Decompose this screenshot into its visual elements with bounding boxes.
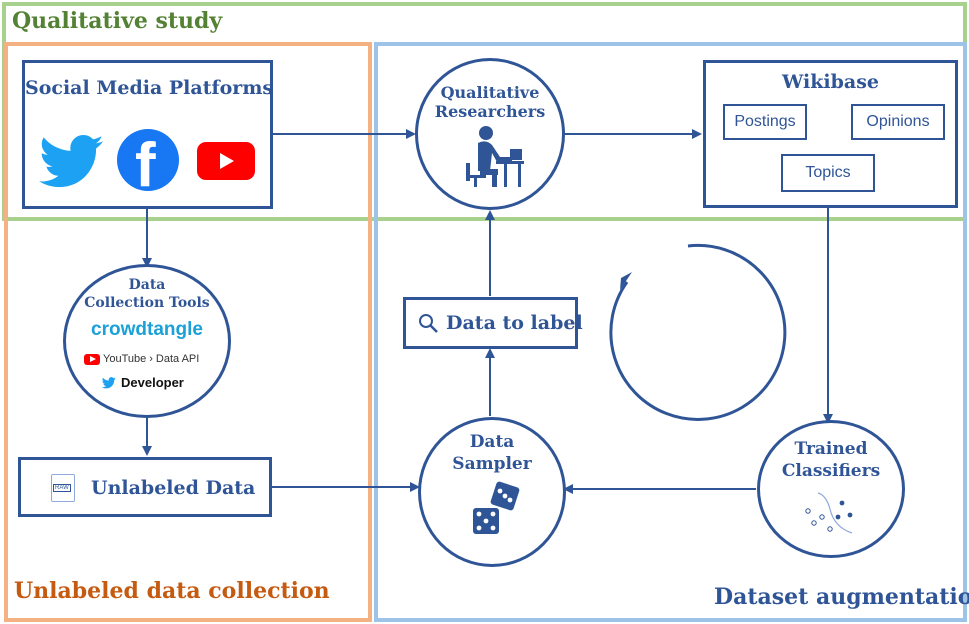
youtube-small-icon [84,353,100,365]
social-media-platforms-box: Social Media Platforms f [22,60,273,209]
region-unlabeled-collection-title: Unlabeled data collection [14,578,330,604]
qualitative-researchers-node: Qualitative Researchers [415,58,565,210]
classifiers-title-line2: Classifiers [781,461,881,481]
wikibase-title: Wikibase [782,71,879,93]
researcher-at-desk-icon [466,126,524,187]
unlabeled-data-label: Unlabeled Data [91,477,256,499]
youtube-api-label: YouTube [103,353,147,365]
data-to-label-box: Data to label [403,297,583,349]
researchers-title-line2: Researchers [434,102,546,121]
wikibase-item-opinions: Opinions [851,104,945,140]
twitter-developer-row: Developer [102,375,184,390]
raw-file-icon: RAW [51,474,75,502]
twitter-icon [39,135,104,188]
cycle-arc [609,243,787,421]
youtube-api-row: YouTube › Data API [84,351,199,367]
sampler-title-line1: Data [469,432,515,452]
collection-tools-title-line1: Data [128,277,166,293]
twitter-small-icon [102,376,116,388]
sampler-title-line2: Sampler [452,454,532,474]
unlabeled-data-box: RAW Unlabeled Data [18,457,272,517]
researchers-title-line1: Qualitative [440,83,540,102]
wikibase-item-topics: Topics [781,154,875,192]
data-sampler-node: Data Sampler [418,417,566,567]
region-qualitative-study-title: Qualitative study [12,8,223,34]
trained-classifiers-node: Trained Classifiers [757,420,905,558]
youtube-icon [197,142,255,180]
collection-tools-title-line2: Collection Tools [84,295,210,311]
wikibase-item-postings: Postings [723,104,807,140]
classifiers-title-line1: Trained [794,439,868,459]
search-icon [419,314,438,333]
data-collection-tools-node: Data Collection Tools crowdtangle YouTub… [63,264,231,418]
region-dataset-augmentation [374,42,967,622]
dice-icon [473,481,520,534]
twitter-developer-label: Developer [121,375,184,390]
crowdtangle-logo: crowdtangle [91,319,203,340]
facebook-icon: f [117,129,179,191]
social-media-title: Social Media Platforms [25,77,274,99]
region-unlabeled-collection [4,42,372,622]
data-to-label-text: Data to label [446,312,583,334]
region-dataset-augmentation-title: Dataset augmentation [714,584,969,610]
youtube-api-suffix: Data API [155,353,200,365]
cycle-arrowhead [620,272,632,290]
scatter-plot-icon [805,492,853,534]
chevron-right-icon: › [149,353,153,365]
